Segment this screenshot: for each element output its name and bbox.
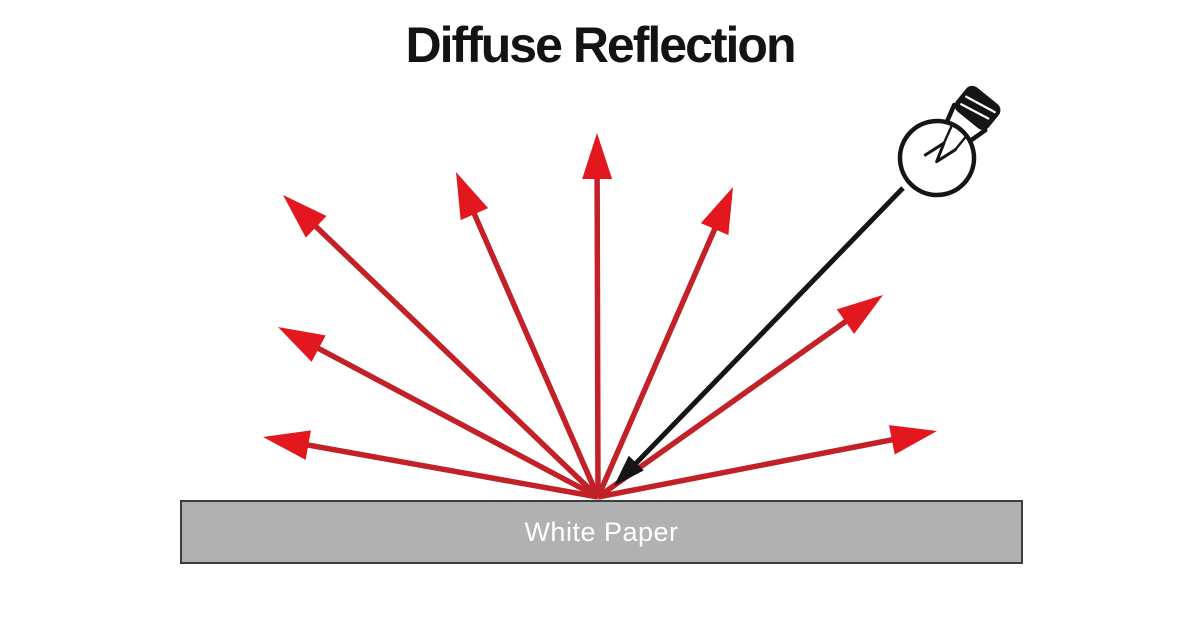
reflected-ray-right-shallow (597, 425, 937, 500)
reflected-ray-left-mid (278, 327, 600, 500)
reflected-ray-left-shallow (263, 430, 599, 500)
reflected-ray-up-left (456, 172, 601, 499)
bulb-filament (923, 141, 957, 164)
bulb-cap (954, 85, 1001, 130)
reflected-rays-group (263, 133, 937, 500)
incident-ray-group (614, 186, 905, 486)
reflected-ray-up-right (595, 187, 733, 499)
surface-label: White Paper (524, 516, 679, 547)
bulb-filament-supports (942, 123, 968, 151)
diagram-title: Diffuse Reflection (405, 17, 796, 73)
bulb-globe (897, 118, 977, 198)
light-bulb-icon (897, 85, 1001, 198)
paper-surface: White Paper (180, 500, 1023, 564)
reflected-ray-vertical (582, 133, 613, 498)
reflected-ray-left-steep (283, 195, 600, 499)
bulb-neck (944, 102, 988, 144)
bulb-cap-thread (960, 95, 996, 120)
incident-ray (614, 186, 905, 486)
reflected-ray-right-diagonal (596, 295, 883, 500)
